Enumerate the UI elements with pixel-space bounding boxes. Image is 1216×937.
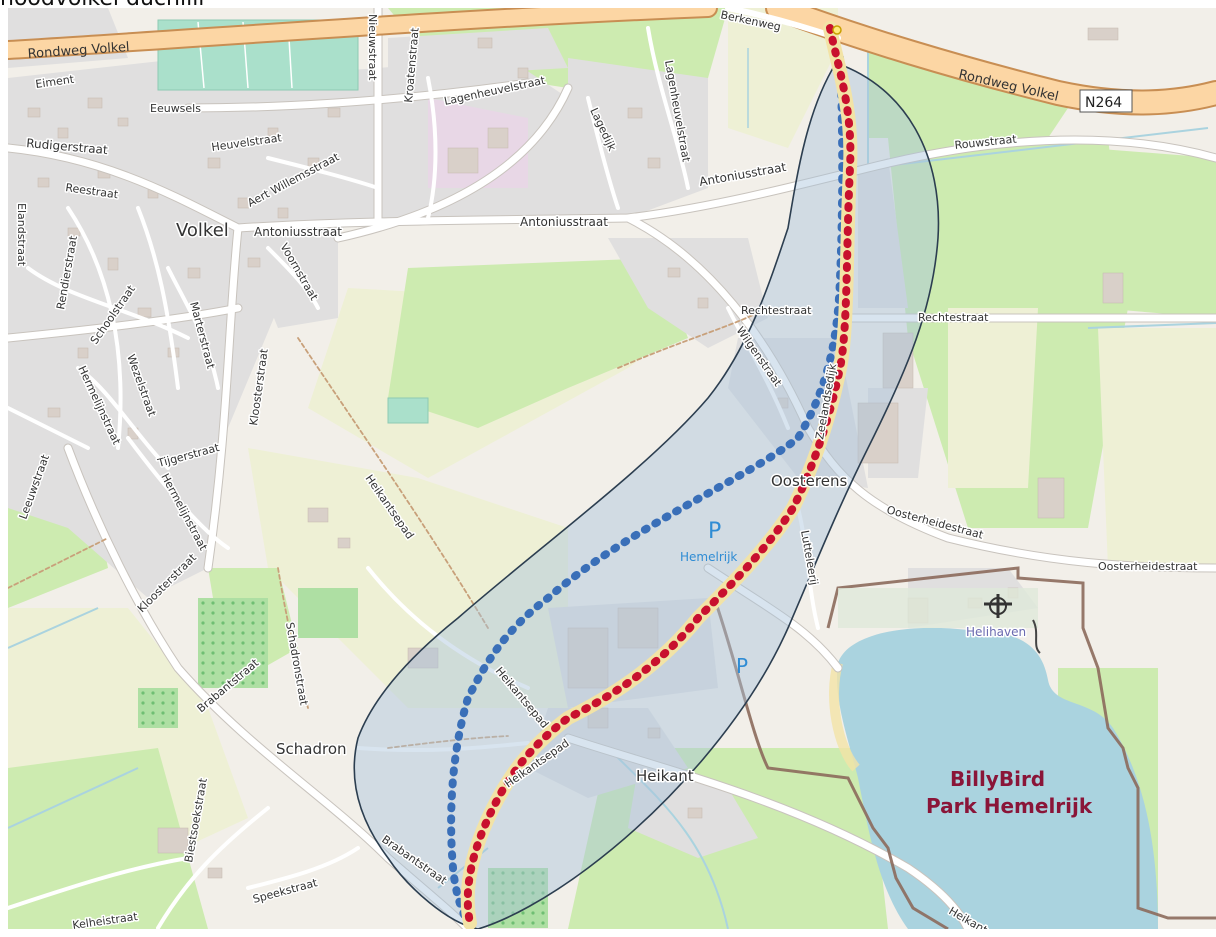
place-label-schadron: Schadron — [276, 740, 347, 758]
street-label-nieuwstraat: Nieuwstraat — [366, 14, 379, 81]
evacuation-zone[interactable] — [353, 62, 940, 929]
street-label-eeuwsels: Eeuwsels — [150, 102, 201, 115]
street-label-antoniusstraat-m: Antoniusstraat — [520, 215, 608, 229]
routes — [447, 21, 858, 929]
place-label-helihaven: Helihaven — [966, 625, 1026, 639]
svg-text:N264: N264 — [1085, 95, 1122, 111]
road-shield-n264: N264 — [1079, 89, 1133, 113]
heliport — [838, 588, 1041, 654]
street-label-antoniusstraat-w: Antoniusstraat — [254, 225, 342, 239]
map-view[interactable]: P P N264 Volkel Oosterens Schadron Heika… — [8, 8, 1216, 929]
parking-icon-hemelrijk: P — [708, 519, 721, 544]
park-label-line1: BillyBird — [950, 767, 1045, 791]
street-label-rondweg-volkel-west: Rondweg Volkel — [27, 40, 130, 62]
red-route — [463, 24, 855, 927]
place-label-heikant: Heikant — [636, 767, 694, 785]
place-label-hemelrijk: Hemelrijk — [680, 550, 737, 564]
park-boundary — [714, 566, 1216, 929]
place-labels: Volkel Oosterens Schadron Heikant Hemelr… — [175, 219, 1028, 787]
street-label-rechtestraat-e: Rechtestraat — [918, 311, 989, 324]
place-label-oosterens: Oosterens — [771, 472, 847, 490]
street-label-elandstraat: Elandstraat — [15, 203, 28, 267]
parking-icon-south: P — [736, 654, 748, 678]
map-caption: noodvolkel duchiiii — [0, 0, 1216, 16]
water-layer — [8, 48, 1216, 929]
road-network — [8, 8, 1216, 929]
street-label-oosterheidestraat-e: Oosterheidestraat — [1098, 560, 1198, 573]
park-label-line2: Park Hemelrijk — [926, 794, 1093, 818]
place-label-volkel: Volkel — [176, 220, 229, 241]
street-label-rechtestraat-w: Rechtestraat — [741, 304, 812, 317]
lake-hemelrijk — [837, 627, 1158, 929]
route-start-marker — [832, 25, 842, 35]
